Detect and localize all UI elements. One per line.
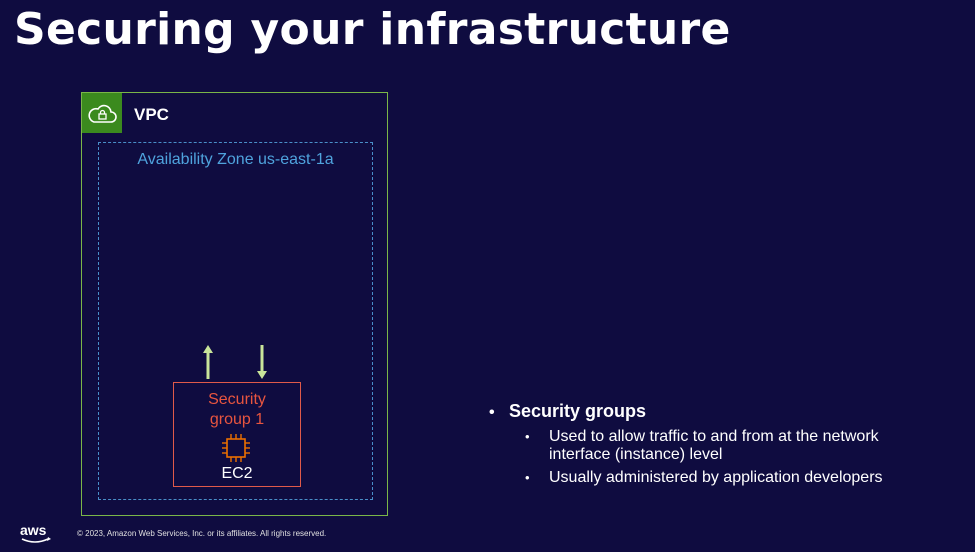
copyright-text: © 2023, Amazon Web Services, Inc. or its… [77,529,327,538]
sub-bullet-text: Usually administered by application deve… [549,469,883,486]
availability-zone-label: Availability Zone us-east-1a [137,151,334,168]
bullet-dot: • [525,429,530,444]
sub-bullet-list: • Used to allow traffic to and from at t… [525,428,959,487]
ec2-chip-icon [221,433,251,468]
vpc-container: VPC [81,92,388,516]
sub-bullet-line: Used to allow traffic to and from at the… [549,428,879,445]
bullet-dot: • [489,404,495,421]
bullet-main: • Security groups [489,401,959,422]
security-group-label-line2: group 1 [209,411,265,428]
bullet-dot: • [525,470,530,485]
traffic-arrows [196,343,276,386]
security-group-label: Security group 1 [174,390,300,430]
cloud-lock-icon [82,93,122,133]
vpc-label: VPC [134,105,169,124]
security-group-label-line1: Security [208,391,266,408]
ec2-label: EC2 [221,465,253,482]
arrow-down-icon [257,345,267,379]
bullet-list: • Security groups • Used to allow traffi… [489,401,959,492]
aws-logo: aws [18,522,56,551]
sub-bullet: • Usually administered by application de… [525,469,959,487]
sub-bullet-text: Used to allow traffic to and from at the… [549,428,879,464]
security-group: Security group 1 EC2 [173,382,301,487]
bullet-main-text: Security groups [509,401,647,421]
aws-logo-text: aws [20,522,47,538]
arrow-up-icon [203,345,213,379]
sub-bullet: • Used to allow traffic to and from at t… [525,428,959,464]
sub-bullet-line: interface (instance) level [549,446,723,463]
availability-zone: Availability Zone us-east-1a [98,142,373,500]
slide-title: Securing your infrastructure [14,4,731,55]
